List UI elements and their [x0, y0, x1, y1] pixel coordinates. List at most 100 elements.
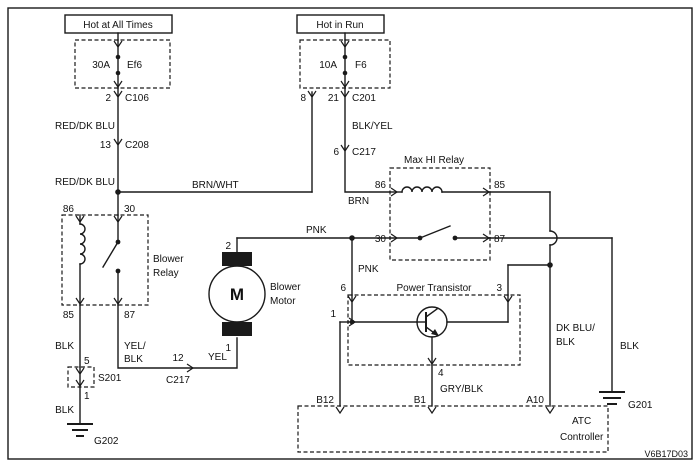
blk-left-label-2: BLK [55, 405, 74, 416]
splice-box [67, 366, 95, 388]
c106-label: C106 [125, 93, 149, 104]
motor-symbol: M [230, 285, 244, 304]
motor-pin1-label: 1 [225, 343, 231, 354]
pt-pin3-label: 3 [496, 283, 502, 294]
atc-controller: B12 B1 A10 ATC Controller [297, 395, 609, 453]
c201-label: C201 [352, 93, 376, 104]
blk-right-label: BLK [620, 341, 639, 352]
wire-brn-wht: BRN/WHT [117, 91, 313, 193]
pnk-label-1: PNK [306, 225, 327, 236]
hot-at-all-times-label: Hot at All Times [83, 20, 152, 31]
motor-pin2-label: 2 [225, 241, 231, 252]
diagram-id: V6B17D03 [644, 449, 688, 459]
connector-arrow-icon [186, 363, 195, 373]
s201-pin5-label: 5 [84, 356, 90, 367]
pt-pin6-label: 6 [340, 283, 346, 294]
atc-pin-b12: B12 [316, 395, 334, 406]
wire-blk-left: BLK BLK [55, 304, 81, 425]
connector-c106: 2 C106 [105, 90, 149, 104]
wire-blk-right: BLK [489, 237, 639, 393]
ground-g202: G202 [67, 423, 119, 447]
dk-blu-blk-label-1: DK BLU/ [556, 323, 595, 334]
power-transistor: Power Transistor 6 3 1 4 [330, 283, 521, 379]
blower-relay-box [61, 214, 149, 306]
s201-label: S201 [98, 373, 122, 384]
connector-c217-lower: 12 C217 [166, 353, 195, 386]
atc-title-1: ATC [572, 416, 591, 427]
yel-blk-label-2: BLK [124, 354, 143, 365]
connector-arrow-icon [545, 406, 555, 415]
g201-label: G201 [628, 400, 653, 411]
power-transistor-title: Power Transistor [396, 283, 472, 294]
relay-coil [79, 223, 86, 265]
motor-brush-bottom [222, 322, 252, 336]
connector-arrow-icon [113, 80, 123, 89]
dk-blu-blk-label-2: BLK [556, 337, 575, 348]
connector-arrow-icon [307, 90, 317, 99]
wire-red-dk-blu: RED/DK BLU RED/DK BLU [55, 87, 121, 216]
connector-c217-upper: 6 C217 [333, 144, 376, 158]
c217-upper-label: C217 [352, 147, 376, 158]
connector-arrow-icon [340, 80, 350, 89]
wire-brn: BRN [344, 147, 391, 207]
c201-pin21-label: 21 [328, 93, 340, 104]
ground-g201: G201 [599, 391, 653, 411]
c217-upper-pin-label: 6 [333, 147, 339, 158]
max-hi-relay-box [389, 167, 491, 261]
blower-relay-pin87: 87 [124, 310, 136, 321]
fuse-f6-id: F6 [355, 60, 367, 71]
connector-arrow-icon [75, 367, 85, 376]
blower-motor-title-1: Blower [270, 282, 301, 293]
pnk-label-2: PNK [358, 264, 379, 275]
c208-pin-label: 13 [100, 140, 112, 151]
blower-relay-pin30: 30 [124, 204, 136, 215]
blower-motor-title-2: Motor [270, 296, 296, 307]
c208-label: C208 [125, 140, 149, 151]
hot-in-run: Hot in Run [296, 14, 385, 41]
max-hi-pin85: 85 [494, 180, 506, 191]
max-hi-pin86: 86 [375, 180, 387, 191]
power-transistor-box [347, 294, 521, 366]
blower-relay-pin86: 86 [63, 204, 75, 215]
hot-in-run-label: Hot in Run [316, 20, 363, 31]
s201-pin1-label: 1 [84, 391, 90, 402]
fuse-ef6-amps: 30A [92, 60, 110, 71]
atc-pin-b1: B1 [414, 395, 427, 406]
blk-left-label-1: BLK [55, 341, 74, 352]
relay-coil [401, 186, 443, 193]
fuse-block-box [74, 39, 171, 89]
wire-gry-blk: GRY/BLK [431, 364, 483, 407]
yel-blk-label-1: YEL/ [124, 341, 146, 352]
connector-arrow-icon [75, 379, 85, 388]
switch-blade [419, 225, 451, 239]
pt-pin4-label: 4 [438, 368, 444, 379]
pt-pin1-label: 1 [330, 309, 336, 320]
c201-pin8-label: 8 [300, 93, 306, 104]
wire-b12 [339, 321, 349, 407]
connector-c208: 13 C208 [100, 138, 149, 151]
emitter-arrow-icon [431, 329, 439, 336]
fuse-ef6-id: Ef6 [127, 60, 142, 71]
fuse-f6: 10A F6 [299, 39, 391, 89]
transistor-collector [425, 308, 438, 318]
fuse-ef6: 30A Ef6 [74, 39, 171, 89]
max-hi-pin30: 30 [375, 234, 387, 245]
blk-yel-label: BLK/YEL [352, 121, 393, 132]
g202-label: G202 [94, 436, 119, 447]
power-label-box [296, 14, 385, 34]
connector-arrow-icon [335, 406, 345, 415]
blower-relay-title-1: Blower [153, 254, 184, 265]
blower-relay-title-2: Relay [153, 268, 179, 279]
red-dk-blu-label-1: RED/DK BLU [55, 121, 115, 132]
red-dk-blu-label-2: RED/DK BLU [55, 177, 115, 188]
wire-yel-blk-yel: YEL/ BLK YEL [117, 304, 238, 369]
atc-title-2: Controller [560, 432, 604, 443]
fuse-f6-amps: 10A [319, 60, 337, 71]
atc-controller-box [297, 405, 609, 453]
blower-relay: 86 30 85 87 Blower Relay [61, 204, 184, 321]
c217-lower-label: C217 [166, 375, 190, 386]
wire-dk-blu-blk: DK BLU/ BLK [489, 191, 595, 407]
hot-at-all-times: Hot at All Times [64, 14, 173, 41]
brn-wht-label: BRN/WHT [192, 180, 239, 191]
